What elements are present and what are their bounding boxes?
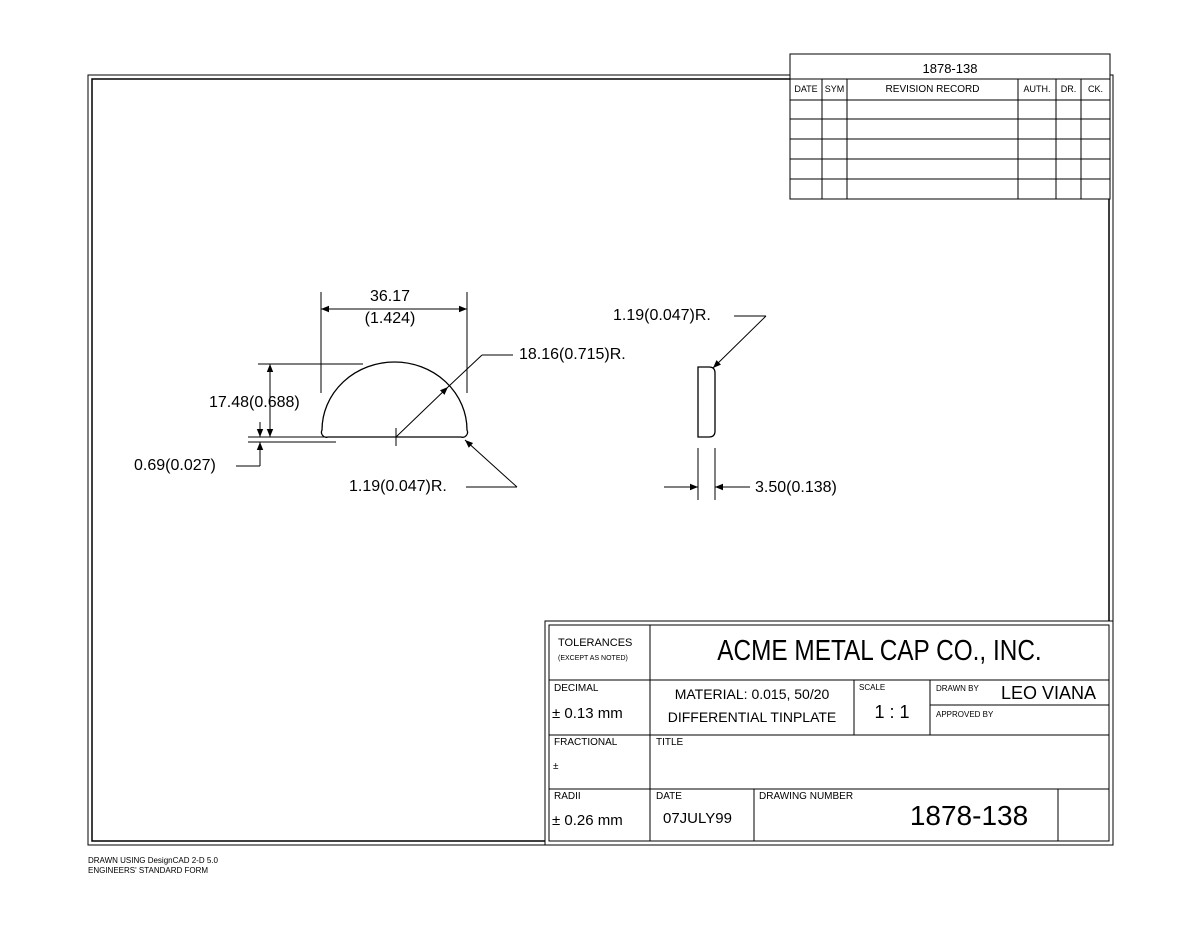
- thickness-label: 3.50(0.138): [755, 479, 837, 496]
- drawing-number-value: 1878-138: [909, 800, 1029, 831]
- outer-radius-label: 18.16(0.715)R.: [519, 346, 626, 363]
- footer-software-note: DRAWN USING DesignCAD 2-D 5.0: [88, 856, 218, 865]
- drawn-by-value: LEO VIANA: [1001, 683, 1097, 703]
- title-block-grid: [544, 620, 1114, 846]
- company-name: ACME METAL CAP CO., INC.: [717, 635, 1042, 667]
- revision-header-date: DATE: [794, 84, 818, 94]
- approved-by-label: APPROVED BY: [936, 710, 994, 719]
- revision-header-sym: SYM: [824, 84, 845, 94]
- scale-label: SCALE: [859, 683, 886, 692]
- decimal-label: DECIMAL: [554, 683, 599, 694]
- side-corner-radius-leader: [712, 315, 767, 369]
- revision-header-dr: DR.: [1060, 84, 1077, 94]
- front-corner-radius-leader: [464, 439, 518, 488]
- side-view-outline: [697, 366, 716, 438]
- radii-tolerance-value: ± 0.26 mm: [552, 812, 623, 829]
- front-view-outline: [320, 361, 469, 438]
- front-corner-radius-label: 1.19(0.047)R.: [349, 478, 447, 495]
- drawing-number-label: DRAWING NUMBER: [759, 791, 854, 802]
- material-line-1: MATERIAL: 0.015, 50/20: [674, 686, 830, 702]
- drawn-by-label: DRAWN BY: [936, 684, 979, 693]
- tolerances-note: (EXCEPT AS NOTED): [558, 655, 628, 662]
- side-corner-radius-label: 1.19(0.047)R.: [613, 307, 711, 324]
- width-dimension-lines: [320, 292, 468, 393]
- outer-radius-leader: [395, 354, 513, 438]
- width-dimension-label: 36.17: [369, 288, 411, 305]
- title-label: TITLE: [656, 737, 684, 748]
- date-label: DATE: [656, 791, 682, 802]
- revision-header-record: REVISION RECORD: [885, 84, 980, 95]
- footer-form-note: ENGINEERS' STANDARD FORM: [88, 866, 209, 875]
- base-offset-dimension-lines: [236, 422, 264, 467]
- decimal-tolerance-value: ± 0.13 mm: [552, 705, 623, 722]
- material-line-2: DIFFERENTIAL TINPLATE: [667, 709, 837, 725]
- scale-value: 1 : 1: [874, 702, 910, 722]
- revision-header-auth: AUTH.: [1023, 84, 1051, 94]
- height-dimension-label: 17.48(0.688): [209, 394, 300, 411]
- base-offset-label: 0.69(0.027): [134, 457, 216, 474]
- fractional-tolerance-value: ±: [553, 761, 559, 772]
- radii-label: RADII: [554, 791, 581, 802]
- revision-block-grid: [789, 53, 1111, 200]
- fractional-label: FRACTIONAL: [554, 737, 618, 748]
- revision-header-ck: CK.: [1087, 84, 1103, 94]
- tolerances-label: TOLERANCES: [558, 637, 633, 649]
- date-value: 07JULY99: [663, 810, 732, 827]
- revision-number: 1878-138: [922, 61, 978, 76]
- thickness-dimension-lines: [664, 448, 750, 500]
- width-dimension-inch-label: (1.424): [364, 310, 416, 327]
